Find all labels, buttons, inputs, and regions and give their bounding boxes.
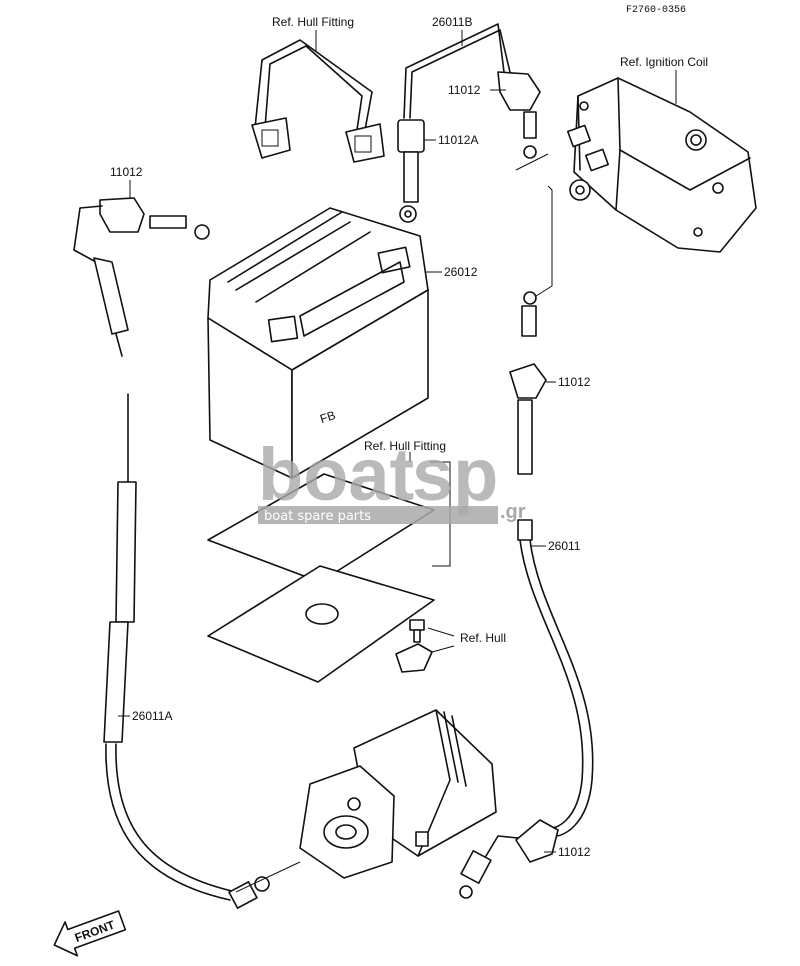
hull-fitting-strap bbox=[251, 39, 385, 163]
label-hull-fitting-top: Ref. Hull Fitting bbox=[272, 15, 354, 29]
leader-coil bbox=[535, 185, 553, 297]
label-26011b: 26011B bbox=[432, 15, 472, 29]
drawing-code: F2760-0356 bbox=[626, 5, 686, 16]
label-ignition-coil: Ref. Ignition Coil bbox=[620, 55, 708, 69]
cable-26011 bbox=[459, 291, 594, 899]
label-26011: 26011 bbox=[548, 539, 581, 553]
label-ref-hull: Ref. Hull bbox=[460, 631, 506, 645]
label-11012-bottom: 11012 bbox=[558, 845, 591, 859]
front-arrow: FRONT bbox=[53, 910, 127, 957]
boot-cap-top bbox=[497, 71, 541, 159]
label-hull-fitting-mid: Ref. Hull Fitting bbox=[364, 439, 446, 453]
hull-nut-bolt bbox=[395, 619, 455, 673]
label-11012-left: 11012 bbox=[110, 165, 143, 179]
cable-26011a bbox=[73, 197, 270, 909]
battery: FB bbox=[207, 207, 429, 479]
battery-marking: FB bbox=[318, 408, 337, 426]
watermark-tagline: boat spare parts bbox=[264, 509, 371, 524]
label-26012: 26012 bbox=[444, 265, 478, 279]
watermark-brand-left: boat bbox=[258, 433, 414, 516]
label-11012a: 11012A bbox=[438, 133, 478, 147]
cable-26011b bbox=[397, 23, 511, 223]
starter-motor bbox=[235, 709, 497, 893]
watermark-suffix: .gr bbox=[500, 501, 526, 523]
watermark-logo: boat sp .gr boat spare parts bbox=[258, 433, 526, 524]
label-11012-right: 11012 bbox=[558, 375, 591, 389]
label-26011a: 26011A bbox=[132, 709, 172, 723]
label-11012-top: 11012 bbox=[448, 83, 481, 97]
watermark-brand-right: sp bbox=[412, 433, 498, 516]
leader-cap-top bbox=[515, 153, 549, 171]
ignition-coil bbox=[567, 77, 757, 253]
